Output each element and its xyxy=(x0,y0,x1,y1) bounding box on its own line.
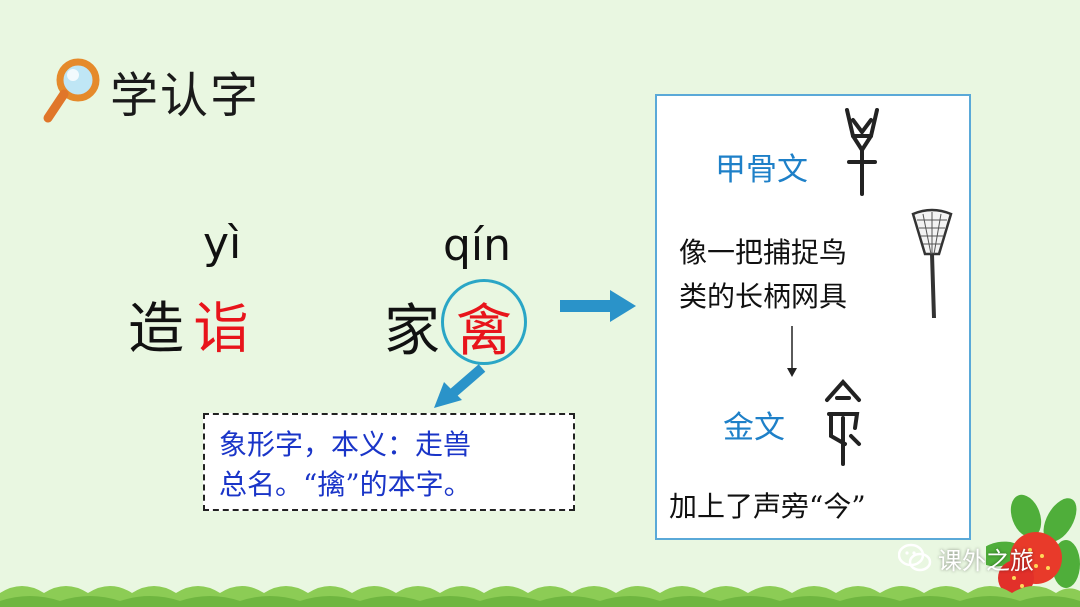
bronze-script-label: 金文 xyxy=(723,410,785,446)
word-prefix-jia: 家 xyxy=(384,299,440,364)
etymology-panel: 甲骨文 像一把捕捉鸟 类的长柄网具 金文 xyxy=(655,94,971,540)
highlight-char-qin: 禽 xyxy=(456,299,512,364)
down-left-arrow-icon xyxy=(434,364,486,408)
oracle-bone-label: 甲骨文 xyxy=(715,152,808,188)
panel-footer: 加上了声旁“今” xyxy=(669,490,866,523)
right-arrow-icon xyxy=(560,290,636,322)
word-prefix-zao: 造 xyxy=(128,297,184,362)
down-arrow-icon xyxy=(787,326,797,377)
magnifier-icon xyxy=(43,58,100,123)
watermark-text: 课外之旅 xyxy=(938,546,1034,575)
note-line-2: 总名。“擒”的本字。 xyxy=(219,468,472,501)
pinyin-qin: qín xyxy=(443,220,512,271)
description-line-1: 像一把捕捉鸟 xyxy=(679,236,848,269)
pinyin-yi: yì xyxy=(203,218,242,269)
watermark: 课外之旅 xyxy=(898,541,1034,575)
highlight-char-yi: 诣 xyxy=(193,297,249,362)
definition-note: 象形字，本义：走兽 总名。“擒”的本字。 xyxy=(203,413,575,511)
description-line-2: 类的长柄网具 xyxy=(679,280,848,313)
strawberry-leaf-icon xyxy=(986,494,1080,596)
oracle-bone-glyph-icon xyxy=(845,108,879,196)
grass-border xyxy=(0,586,1080,607)
bronze-script-glyph-icon xyxy=(825,378,861,466)
highlight-circle xyxy=(441,279,527,365)
page-title: 学认字 xyxy=(110,68,261,124)
chat-bubble-icon xyxy=(898,543,932,572)
hand-net-icon xyxy=(911,208,953,319)
note-line-1: 象形字，本义：走兽 xyxy=(219,428,472,461)
